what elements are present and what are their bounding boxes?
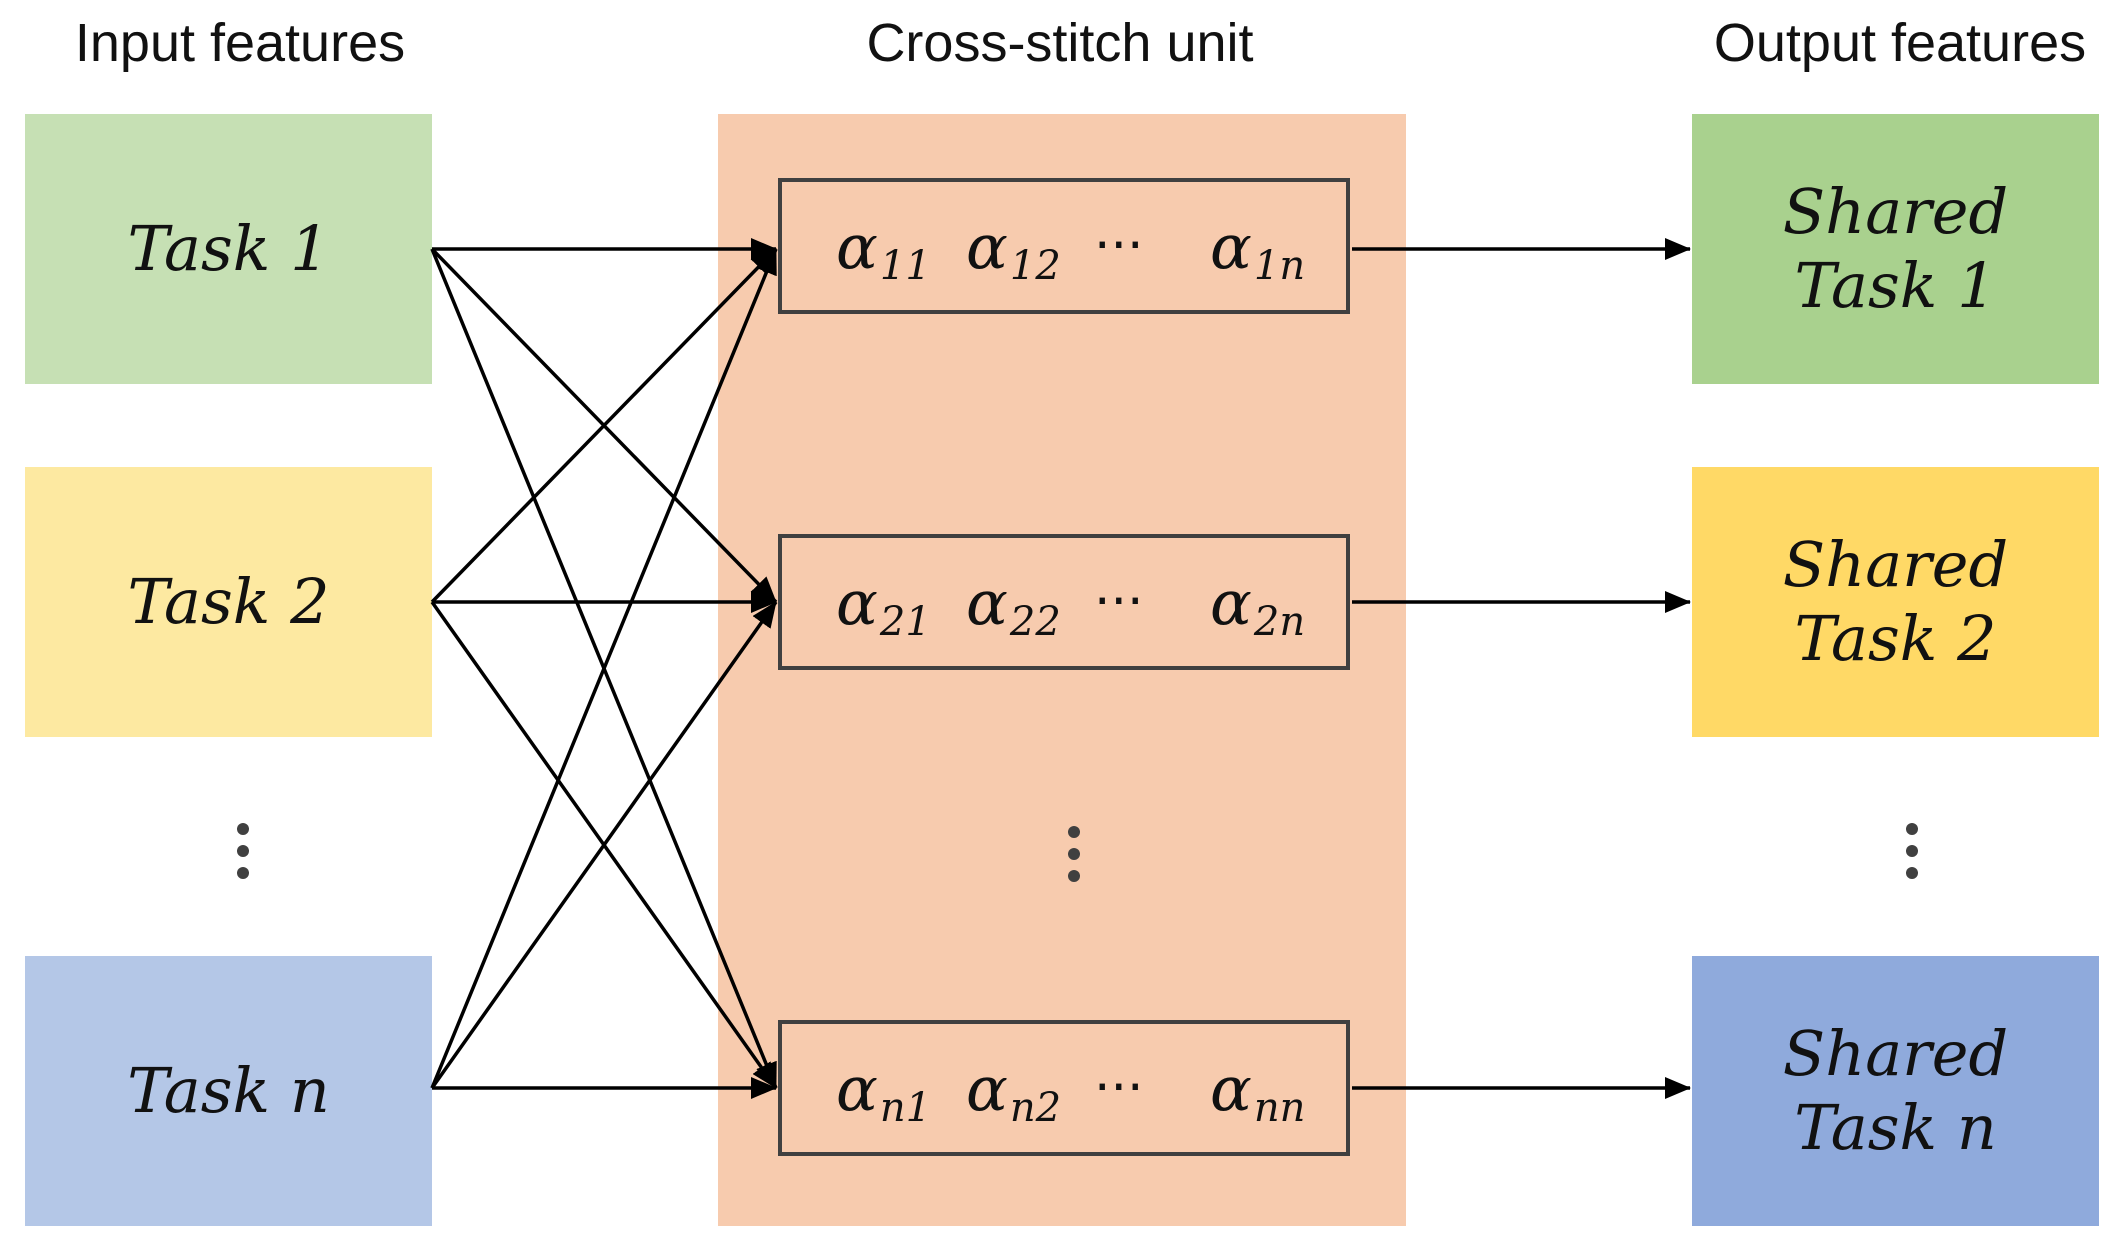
output-label-line2: Task n [1794,1091,1997,1164]
output-label-line1: Shared [1782,174,2009,248]
cross-stitch-ellipsis [1066,826,1082,892]
output-label-line1: Shared [1782,1016,2009,1090]
input-task-1-label: Task 1 [127,211,330,285]
ellipsis: ··· [1094,1058,1144,1118]
arrow-task2-row1 [430,247,778,604]
output-label-line2: Task 2 [1794,602,1997,675]
input-task-2: Task 2 [25,467,432,737]
alpha-subscript: 22 [1009,599,1061,645]
input-task-n: Task n [25,956,432,1226]
input-task-n-label: Task n [127,1053,330,1127]
cross-stitch-unit-heading: Cross-stitch unit [866,13,1254,73]
alpha-symbol: α [836,565,878,639]
alpha-subscript: n2 [1009,1085,1062,1131]
arrow-taskn-row2 [430,600,778,1090]
alpha-symbol: α [966,1051,1008,1125]
ellipsis: ··· [1094,216,1144,276]
input-ellipsis [235,823,251,889]
alpha-symbol: α [966,209,1008,283]
alpha-subscript: 21 [879,599,931,645]
alpha-subscript: n1 [879,1085,932,1131]
input-features-heading: Input features [74,13,406,73]
alpha-subscript: 2n [1253,599,1306,645]
alpha-symbol: α [836,209,878,283]
output-features-heading: Output features [1713,13,2087,73]
output-ellipsis [1904,823,1920,889]
alpha-symbol: α [1210,565,1252,639]
alpha-subscript: nn [1253,1085,1306,1131]
ellipsis: ··· [1094,572,1144,632]
alpha-symbol: α [966,565,1008,639]
input-task-2-label: Task 2 [127,564,330,638]
alpha-subscript: 11 [879,243,931,289]
alpha-subscript: 12 [1009,243,1061,289]
cross-stitch-unit-panel [718,114,1406,1226]
alpha-symbol: α [1210,209,1252,283]
output-label-line2: Task 1 [1794,249,1997,322]
alpha-subscript: 1n [1253,243,1306,289]
alpha-symbol: α [836,1051,878,1125]
alpha-symbol: α [1210,1051,1252,1125]
output-label-line1: Shared [1782,527,2009,601]
input-task-1: Task 1 [25,114,432,384]
arrow-taskn-row1 [430,248,778,1089]
